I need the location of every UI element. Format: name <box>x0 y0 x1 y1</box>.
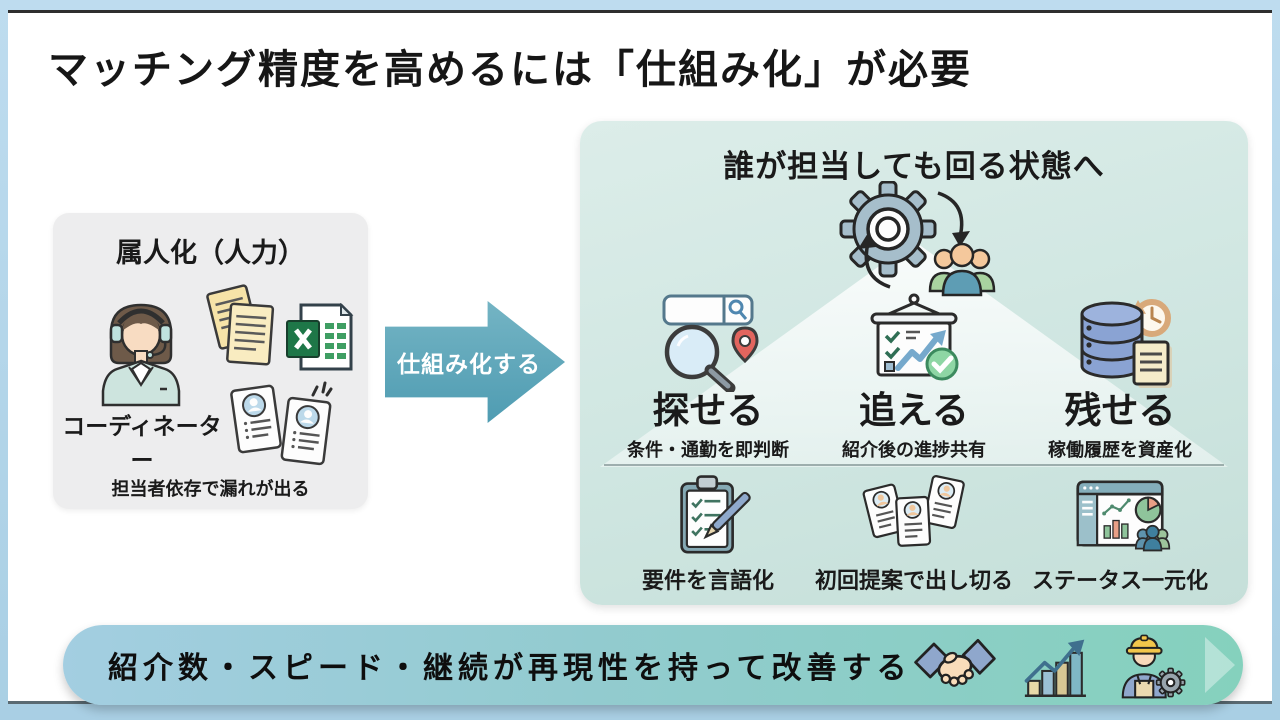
result-banner: 紹介数・スピード・継続が再現性を持って改善する <box>63 625 1243 705</box>
capability-record-caption: 稼働履歴を資産化 <box>1048 439 1192 460</box>
growth-chart-icon <box>1024 639 1086 697</box>
capability-search-label: 探せる <box>652 390 764 431</box>
systematize-arrow-label: 仕組み化する <box>397 351 541 377</box>
capability-record-label: 残せる <box>1064 390 1176 431</box>
chevron-right-icon <box>1205 637 1235 693</box>
excel-file-icon <box>286 303 354 371</box>
gear-team-cycle-icon <box>839 181 996 297</box>
practice-first-proposal-label: 初回提案で出し切る <box>814 568 1013 593</box>
practice-first-proposal: 初回提案で出し切る <box>808 473 1020 595</box>
coordinator-woman-headset-icon <box>101 303 181 407</box>
systematize-arrow: 仕組み化する <box>385 301 565 423</box>
search-magnifier-pin-icon <box>662 294 759 392</box>
coordinator-label: コーディネーター <box>62 413 222 473</box>
capability-search-caption: 条件・通勤を即判断 <box>627 439 789 460</box>
progress-board-check-icon <box>870 293 959 381</box>
slide-background: マッチング精度を高めるには「仕組み化」が必要 属人化（人力） コーディネーター <box>8 10 1272 705</box>
panel-divider <box>604 464 1224 466</box>
capability-search: 探せる 条件・通勤を即判断 <box>608 293 808 462</box>
practice-status-label: ステータス一元化 <box>1031 568 1208 593</box>
capability-track-caption: 紹介後の進捗共有 <box>842 439 986 460</box>
page-title: マッチング精度を高めるには「仕組み化」が必要 <box>48 48 972 92</box>
handshake-icon <box>914 638 996 687</box>
practice-status: ステータス一元化 <box>1014 473 1226 595</box>
profile-cards-icon <box>862 475 965 547</box>
manual-panel-caption: 担当者依存で漏れが出る <box>111 479 310 499</box>
practice-verbalize-label: 要件を言語化 <box>641 568 774 593</box>
capability-track-label: 追える <box>859 390 969 431</box>
worker-gear-icon <box>1121 634 1186 699</box>
manual-panel-heading: 属人化（人力） <box>116 238 305 268</box>
systematized-panel: 誰が担当しても回る状態へ <box>580 121 1248 605</box>
status-dashboard-icon <box>1076 480 1171 552</box>
practice-verbalize: 要件を言語化 <box>602 473 814 595</box>
capability-record: 残せる 稼働履歴を資産化 <box>1020 293 1220 462</box>
paper-documents-icon <box>206 284 275 366</box>
manual-process-panel: 属人化（人力） コーディネーター <box>53 213 368 509</box>
systematized-panel-heading: 誰が担当しても回る状態へ <box>723 149 1105 184</box>
result-banner-text: 紹介数・スピード・継続が再現性を持って改善する <box>108 652 912 685</box>
clipboard-pen-icon <box>680 475 751 554</box>
resume-cards-icon <box>230 381 333 466</box>
database-history-doc-icon <box>1080 299 1172 388</box>
capability-track: 追える 紹介後の進捗共有 <box>814 293 1014 462</box>
